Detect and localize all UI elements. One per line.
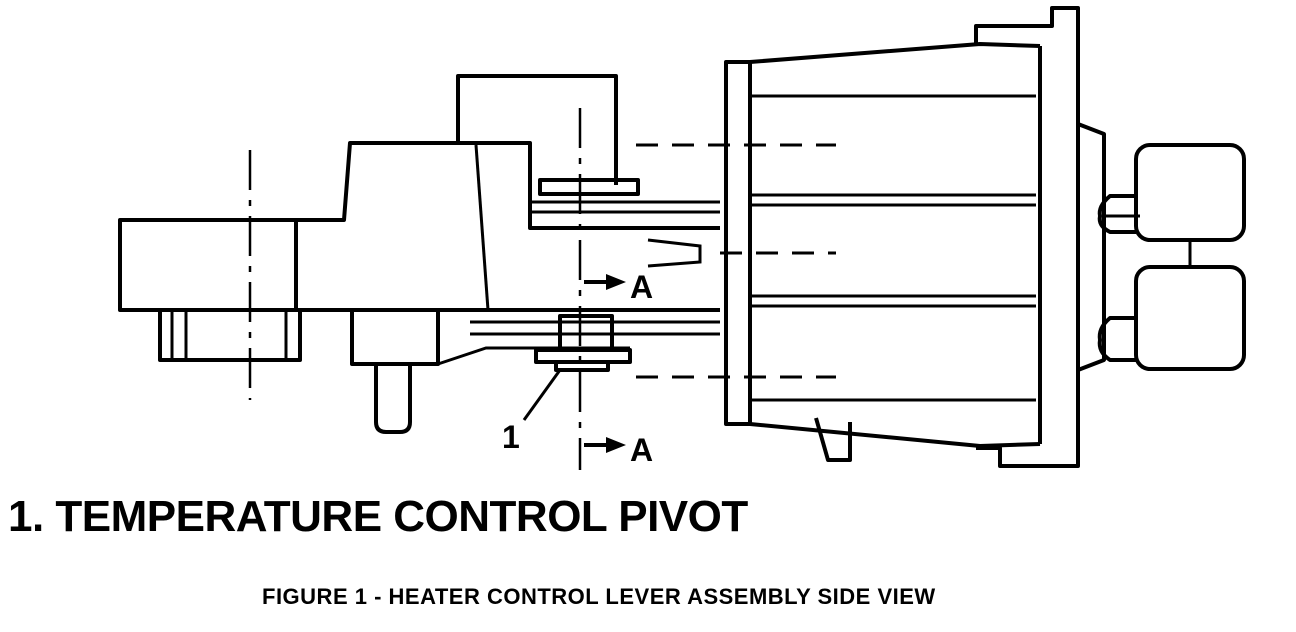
svg-text:1: 1 [502, 419, 520, 455]
legend-item-temperature-control-pivot: 1. TEMPERATURE CONTROL PIVOT [8, 492, 748, 541]
left-end-cap [118, 218, 302, 362]
knob-end-assembly [1077, 122, 1246, 372]
svg-text:A: A [630, 269, 653, 305]
temperature-control-pivot [534, 314, 632, 372]
svg-text:A: A [630, 432, 653, 468]
tapered-cylinder-housing [749, 6, 1080, 468]
mounting-flange [724, 60, 752, 426]
callout-1: 1 [502, 369, 562, 455]
figure-caption: FIGURE 1 - HEATER CONTROL LEVER ASSEMBLY… [262, 584, 936, 609]
hidden-lines [636, 143, 836, 379]
section-arrow-bottom: A [584, 432, 653, 468]
heater-control-lever-assembly-drawing: A A 1 [118, 6, 1246, 470]
control-housing-body [296, 74, 720, 336]
section-arrow-top: A [584, 269, 653, 305]
